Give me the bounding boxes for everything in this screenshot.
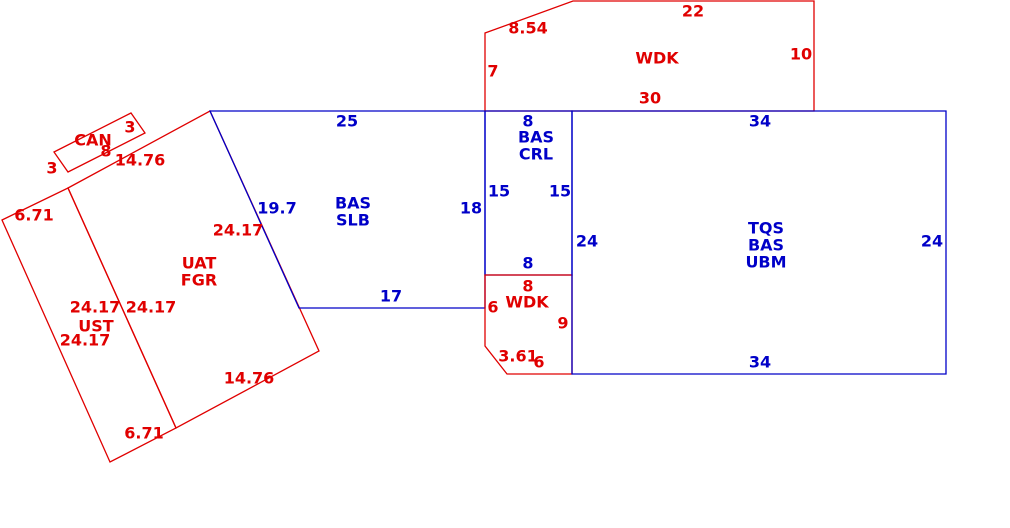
uat-name-label: FGR [181,271,217,290]
wdk-small-dimension-label: 3.61 [498,347,537,366]
slb-name-label: SLB [336,211,370,230]
ust-dimension-label: 6.71 [14,206,53,225]
uat-name-label: UAT [182,254,217,273]
ubm-dimension-label: 34 [749,112,771,131]
wdk-top-dimension-label: 8.54 [508,19,547,38]
ubm-dimension-label: 34 [749,353,771,372]
wdk-small-dimension-label: 6 [487,298,498,317]
can-name-label: CAN [74,131,112,150]
ubm-name-label: BAS [748,236,784,255]
ust-dimension-label: 24.17 [70,298,121,317]
wdk-top-dimension-label: 10 [790,45,812,64]
ubm-name-label: UBM [745,253,786,272]
can-dimension-label: 14.76 [115,151,166,170]
ubm-name-label: TQS [748,219,784,238]
room-wdk-top-outline [484,0,815,112]
uat-dimension-label: 14.76 [224,369,275,388]
ust-dimension-label: 24.17 [60,331,111,350]
crl-name-label: CRL [519,145,553,164]
can-dimension-label: 3 [124,118,135,137]
ubm-dimension-label: 24 [921,232,943,251]
slb-dimension-label: 17 [380,287,402,306]
wdk-small-dimension-label: 6 [533,353,544,372]
slb-dimension-label: 18 [460,199,482,218]
slb-dimension-label: 25 [336,112,358,131]
crl-dimension-label: 8 [522,254,533,273]
wdk-top-name-label: WDK [635,49,679,68]
ubm-dimension-label: 24 [576,232,598,251]
crl-dimension-label: 15 [488,182,510,201]
crl-dimension-label: 15 [549,182,571,201]
wdk-small-dimension-label: 8 [522,277,533,296]
wdk-top-dimension-label: 22 [682,2,704,21]
wdk-small-dimension-label: 9 [557,314,568,333]
uat-dimension-label: 24.17 [213,221,264,240]
wdk-top-dimension-label: 30 [639,89,661,108]
wdk-top-dimension-label: 7 [487,62,498,81]
crl-name-label: BAS [518,128,554,147]
room-can-outline [53,112,146,173]
slb-dimension-label: 19.7 [257,199,296,218]
room-wdk-small-outline [484,274,573,375]
crl-dimension-label: 8 [522,112,533,131]
can-dimension-label: 8 [100,142,111,161]
slb-name-label: BAS [335,194,371,213]
ust-dimension-label: 6.71 [124,424,163,443]
uat-dimension-label: 24.17 [126,298,177,317]
can-dimension-label: 3 [46,159,57,178]
room-uat-fgr-outline [67,110,320,429]
wdk-small-name-label: WDK [505,293,549,312]
room-tqs-bas-ubm-outline [571,110,947,375]
ust-name-label: UST [78,317,114,336]
